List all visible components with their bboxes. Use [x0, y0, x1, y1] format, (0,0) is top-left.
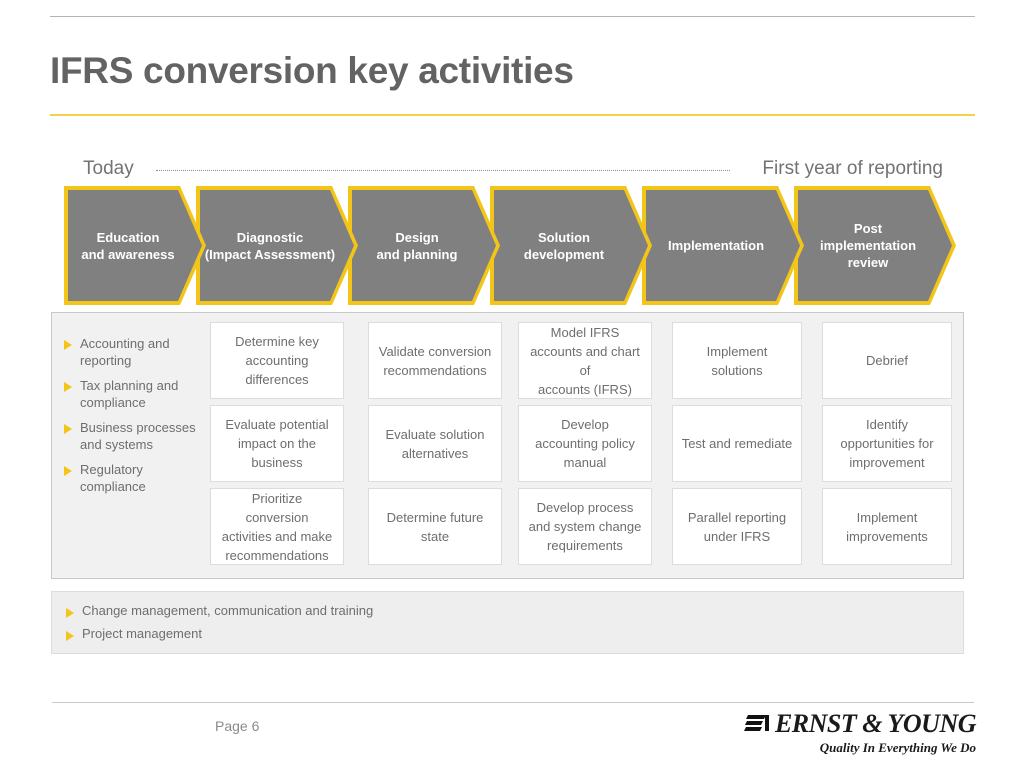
phase-chevron-3[interactable]: Design and planning [348, 186, 500, 305]
timeline-dotted-connector [156, 170, 730, 172]
phase-chevron-5[interactable]: Implementation [642, 186, 804, 305]
phase-chevron-6[interactable]: Post implementation review [794, 186, 956, 305]
phase-chevron-fill [68, 190, 202, 301]
phase-chevron-fill [646, 190, 800, 301]
activity-card[interactable]: Model IFRS accounts and chart of account… [518, 322, 652, 399]
triangle-bullet-icon [64, 466, 72, 476]
scope-bullet-label: Tax planning and compliance [80, 378, 179, 410]
activity-card[interactable]: Evaluate potential impact on the busines… [210, 405, 344, 482]
ongoing-bullet-item: Change management, communication and tra… [66, 603, 963, 619]
ongoing-bullet-label: Change management, communication and tra… [82, 603, 374, 618]
activity-card[interactable]: Determine key accounting differences [210, 322, 344, 399]
activity-card[interactable]: Identify opportunities for improvement [822, 405, 952, 482]
activity-column-3: Model IFRS accounts and chart of account… [518, 322, 652, 571]
phase-chevron-2[interactable]: Diagnostic (Impact Assessment) [196, 186, 358, 305]
activity-card[interactable]: Implement solutions [672, 322, 802, 399]
scope-bullet-item: Accounting and reporting [64, 335, 206, 369]
timeline-header: Today First year of reporting [50, 155, 975, 185]
header-divider [50, 16, 975, 17]
phase-chevron-label: Design and planning [376, 229, 458, 262]
activity-card[interactable]: Develop accounting policy manual [518, 405, 652, 482]
ongoing-bullet-item: Project management [66, 626, 963, 642]
activity-card[interactable]: Debrief [822, 322, 952, 399]
triangle-bullet-icon [66, 631, 74, 641]
activity-card[interactable]: Validate conversion recommendations [368, 322, 502, 399]
phase-chevron-label: Education and awareness [81, 229, 175, 262]
triangle-bullet-icon [66, 608, 74, 618]
activity-card[interactable]: Develop process and system change requir… [518, 488, 652, 565]
scope-bullet-label: Accounting and reporting [80, 336, 170, 368]
timeline-end-label: First year of reporting [762, 158, 943, 179]
activity-card[interactable]: Implement improvements [822, 488, 952, 565]
ongoing-bullet-label: Project management [82, 626, 202, 641]
activity-card[interactable]: Parallel reporting under IFRS [672, 488, 802, 565]
ey-beam-mark [743, 715, 769, 731]
ey-wordmark: ERNST & YOUNG [774, 709, 977, 738]
triangle-bullet-icon [64, 340, 72, 350]
phase-chevron-label: Diagnostic (Impact Assessment) [204, 229, 336, 262]
ey-tagline: Quality In Everything We Do [819, 740, 976, 755]
phase-chevron-fill [798, 190, 952, 301]
activity-card[interactable]: Determine future state [368, 488, 502, 565]
scope-bullet-item: Regulatory compliance [64, 461, 206, 495]
phase-chevron-fill [200, 190, 354, 301]
phase-chevron-fill [352, 190, 496, 301]
phase-chevron-label: Post implementation review [819, 221, 917, 270]
phase-chevron-4[interactable]: Solution development [490, 186, 652, 305]
ongoing-activities-panel: Change management, communication and tra… [51, 591, 964, 654]
page-title: IFRS conversion key activities [50, 49, 574, 91]
scope-bullet-label: Business processes and systems [80, 420, 196, 452]
phase-chevron-fill [494, 190, 648, 301]
activity-card[interactable]: Evaluate solution alternatives [368, 405, 502, 482]
phase-chevron-1[interactable]: Education and awareness [64, 186, 206, 305]
title-accent-rule [50, 114, 975, 116]
phase-chevron-row: Education and awareness Diagnostic (Impac… [64, 186, 974, 305]
scope-bullet-item: Tax planning and compliance [64, 377, 206, 411]
activity-card[interactable]: Test and remediate [672, 405, 802, 482]
scope-bullet-label: Regulatory compliance [80, 462, 146, 494]
triangle-bullet-icon [64, 424, 72, 434]
triangle-bullet-icon [64, 382, 72, 392]
page-number: Page 6 [215, 718, 260, 734]
phase-chevron-label: Implementation [667, 238, 765, 253]
phase-chevron-label: Solution development [523, 229, 605, 262]
timeline-start-label: Today [83, 158, 134, 179]
footer-divider [52, 702, 974, 703]
ernst-young-logo: ERNST & YOUNG Quality In Everything We D… [743, 709, 977, 756]
scope-bullet-item: Business processes and systems [64, 419, 206, 453]
activity-card[interactable]: Prioritize conversion activities and mak… [210, 488, 344, 565]
